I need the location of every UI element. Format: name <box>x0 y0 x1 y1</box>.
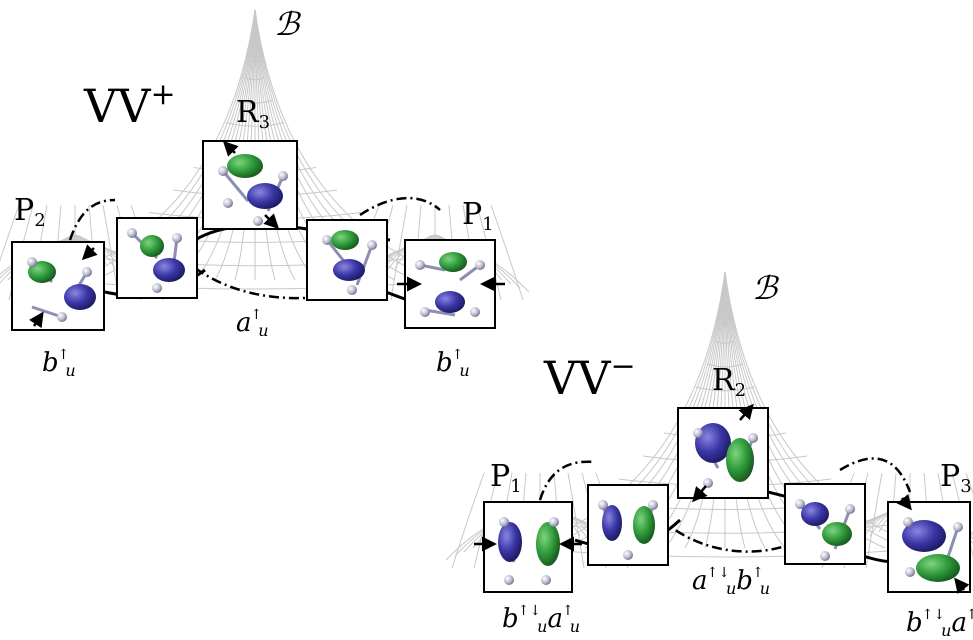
state-label-p1: b↑↓ua↑u <box>502 603 580 636</box>
charge-state-label-plus: VV+ <box>84 77 176 130</box>
structure-p2-inset[interactable] <box>11 241 105 331</box>
structure-label-r3: R3 <box>236 95 271 133</box>
structure-intermediate-right-inset[interactable] <box>784 483 866 565</box>
structure-r2-inset[interactable] <box>677 403 769 503</box>
barrier-label: ℬ <box>752 269 778 307</box>
panel-vv-minus <box>445 271 973 595</box>
state-label-p3: b↑↓ua↑u <box>906 607 973 640</box>
structure-intermediate-right-inset[interactable] <box>306 219 388 301</box>
structure-p1-inset[interactable] <box>474 501 582 593</box>
structure-label-p3: P3 <box>940 459 972 497</box>
structure-label-p1: P1 <box>490 459 522 497</box>
state-label-p1: b↑u <box>436 347 470 380</box>
structure-label-r2: R2 <box>712 363 747 401</box>
charge-label-text: VV <box>544 351 611 405</box>
structure-intermediate-left-inset[interactable] <box>587 484 669 566</box>
state-label-r2: a↑↓ub↑u <box>692 565 770 598</box>
structure-p3-inset[interactable] <box>887 493 971 595</box>
structure-intermediate-left-inset[interactable] <box>116 217 198 299</box>
charge-sign: + <box>150 77 176 112</box>
structure-p1-inset[interactable] <box>397 239 505 329</box>
charge-label-text: VV <box>84 79 151 133</box>
structure-r3-inset[interactable] <box>202 140 298 230</box>
charge-sign: − <box>610 349 636 384</box>
state-label-r3: a↑u <box>236 307 269 340</box>
structure-label-p1: P1 <box>462 197 494 235</box>
structure-label-p2: P2 <box>14 193 46 231</box>
state-label-p2: b↑u <box>42 347 76 380</box>
charge-state-label-minus: VV− <box>544 349 636 402</box>
panel-vv-plus <box>0 9 530 331</box>
barrier-label: ℬ <box>274 5 300 43</box>
